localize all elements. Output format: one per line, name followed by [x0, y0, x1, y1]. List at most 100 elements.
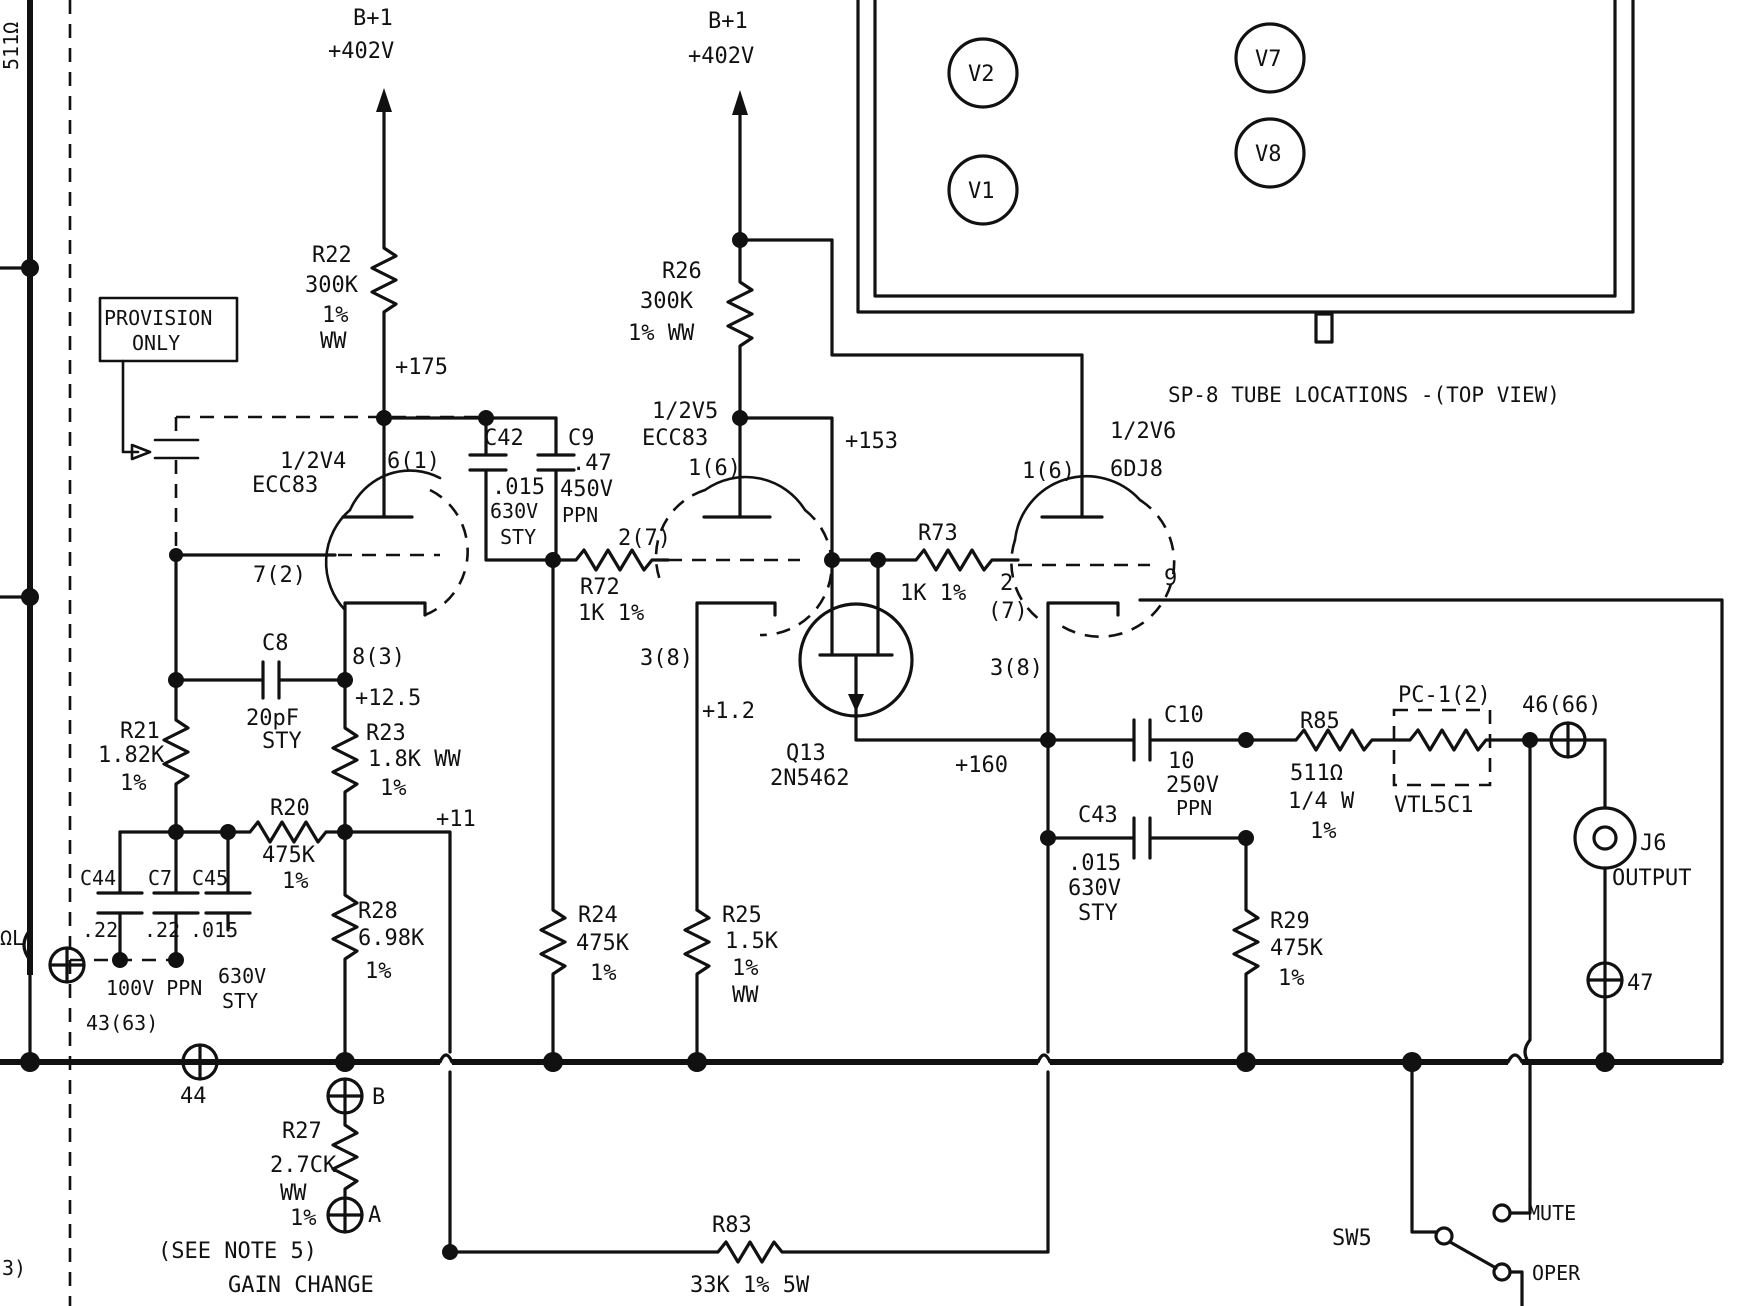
r83-name: R83 [712, 1213, 752, 1238]
c9-type: PPN [562, 503, 598, 527]
r85-tol: 1% [1310, 819, 1337, 844]
q13-name: Q13 [786, 741, 826, 766]
v4-cathode-voltage: +12.5 [355, 686, 421, 711]
r29-name: R29 [1270, 909, 1310, 934]
c8-value: 20pF [246, 706, 299, 731]
tube-v1-label: V1 [968, 179, 995, 204]
r20-name: R20 [270, 796, 310, 821]
r23-tol: 1% [380, 776, 407, 801]
v5-plate-voltage: +153 [845, 429, 898, 454]
tube-panel-caption: SP-8 TUBE LOCATIONS -(TOP VIEW) [1168, 383, 1560, 407]
r20-value: 475K [262, 843, 316, 868]
supply-right-label: B+1 [708, 9, 748, 34]
provision-line2: ONLY [132, 331, 180, 355]
c8-type: STY [262, 729, 302, 754]
r25-tol: 1% [732, 956, 759, 981]
terminal-47-label: 47 [1627, 971, 1654, 996]
pc1-type: VTL5C1 [1394, 793, 1473, 818]
supply-left-voltage: +402V [328, 39, 394, 64]
c8-name: C8 [262, 631, 289, 656]
tube-v7-label: V7 [1255, 47, 1282, 72]
sw5-oper-label: OPER [1532, 1261, 1581, 1285]
c7-value: .22 [144, 918, 180, 942]
c10-value: 10 [1168, 749, 1195, 774]
lower-section: 44 B R27 2.7CK WW 1% A (SEE NOTE 5) GAIN… [158, 1043, 1581, 1306]
r73-name: R73 [918, 521, 958, 546]
tube-v2-circle [947, 37, 1019, 109]
c9-voltage: 450V [560, 477, 613, 502]
v4-name: 1/2V4 [280, 449, 346, 474]
r72-name: R72 [580, 575, 620, 600]
c42-type: STY [500, 525, 536, 549]
v6-cathode-voltage: +160 [955, 753, 1008, 778]
v5-stage: R26 300K 1% WW +153 1/2V5 ECC83 1(6) 2(7… [618, 232, 898, 1064]
c10-voltage: 250V [1166, 773, 1219, 798]
v6-grid-pin-b: (7) [988, 599, 1028, 624]
sw5-mute-label: MUTE [1528, 1201, 1576, 1225]
left-edge-value: 511Ω [0, 22, 23, 70]
supply-left-label: B+1 [353, 6, 393, 31]
j6-jack-inner [1592, 825, 1618, 851]
r26-spec: 1% WW [628, 321, 695, 346]
terminal-a-label: A [368, 1203, 381, 1228]
c42-name: C42 [484, 426, 524, 451]
v5-grid-pin: 2(7) [618, 526, 671, 551]
c45-name: C45 [192, 866, 228, 890]
r83-value: 33K 1% 5W [690, 1273, 810, 1298]
v5-cathode-pin: 3(8) [640, 646, 693, 671]
r23-value: 1.8K WW [368, 747, 461, 772]
ground-bus [0, 1052, 1722, 1072]
r85-power: 1/4 W [1288, 789, 1355, 814]
terminal-43-label: 43(63) [86, 1011, 158, 1035]
r24-value: 475K [576, 931, 630, 956]
v6-grid-pin-a: 2 [1000, 571, 1013, 596]
see-note: (SEE NOTE 5) [158, 1239, 317, 1264]
r21-tol: 1% [120, 771, 147, 796]
supply-right: B+1 +402V [688, 9, 754, 242]
r29-value: 475K [1270, 936, 1324, 961]
v4-type: ECC83 [252, 473, 318, 498]
c43-type: STY [1078, 901, 1118, 926]
pc1-name: PC-1(2) [1398, 683, 1491, 708]
v4-stage: R22 300K 1% WW +175 1/2V4 ECC83 6(1) 7(2… [98, 236, 476, 1064]
c44-c7-spec: 100V PPN [106, 976, 202, 1000]
r26-name: R26 [662, 259, 702, 284]
c45-spec-v: 630V [218, 964, 266, 988]
supply-right-voltage: +402V [688, 44, 754, 69]
gain-change: GAIN CHANGE [228, 1273, 374, 1298]
sw5-mute-contact-icon [1492, 1203, 1512, 1223]
r22-value: 300K [305, 273, 359, 298]
c43-value: .015 [1068, 851, 1121, 876]
c43-name: C43 [1078, 803, 1118, 828]
c7-name: C7 [148, 866, 172, 890]
tube-v2-label: V2 [968, 62, 995, 87]
v6-name: 1/2V6 [1110, 419, 1176, 444]
terminal-b-label: B [372, 1085, 385, 1110]
r27-value: 2.7CK [270, 1153, 337, 1178]
v4-grid-pin: 7(2) [253, 563, 306, 588]
sw5-oper-contact-icon [1492, 1262, 1512, 1282]
q13-type: 2N5462 [770, 766, 849, 791]
c45-spec-t: STY [222, 989, 258, 1013]
j6-name: J6 [1640, 831, 1667, 856]
r25-type: WW [732, 983, 759, 1008]
c9-value: .47 [572, 451, 612, 476]
c43-voltage: 630V [1068, 876, 1121, 901]
output-network: C10 10 250V PPN C43 .015 630V STY R85 51… [1046, 683, 1691, 1192]
tube-v8-circle [1234, 117, 1306, 189]
sw5-common-icon [1434, 1226, 1454, 1246]
terminal-46-label: 46(66) [1522, 693, 1601, 718]
r21-name: R21 [120, 719, 160, 744]
v6-type: 6DJ8 [1110, 457, 1163, 482]
v4-plate-voltage: +175 [395, 355, 448, 380]
r29-tol: 1% [1278, 966, 1305, 991]
v4-cathode-pin: 8(3) [352, 645, 405, 670]
input-capacitor-bank: C44 C7 C45 .22 .22 .015 100V PPN 630V ST… [48, 830, 266, 1035]
r25-value: 1.5K [725, 929, 779, 954]
q13-fet: Q13 2N5462 R73 1K 1% [770, 521, 1050, 791]
c44-name: C44 [80, 866, 116, 890]
v5-type: ECC83 [642, 426, 708, 451]
r22-name: R22 [312, 243, 352, 268]
v5-cathode-voltage: +1.2 [702, 699, 755, 724]
